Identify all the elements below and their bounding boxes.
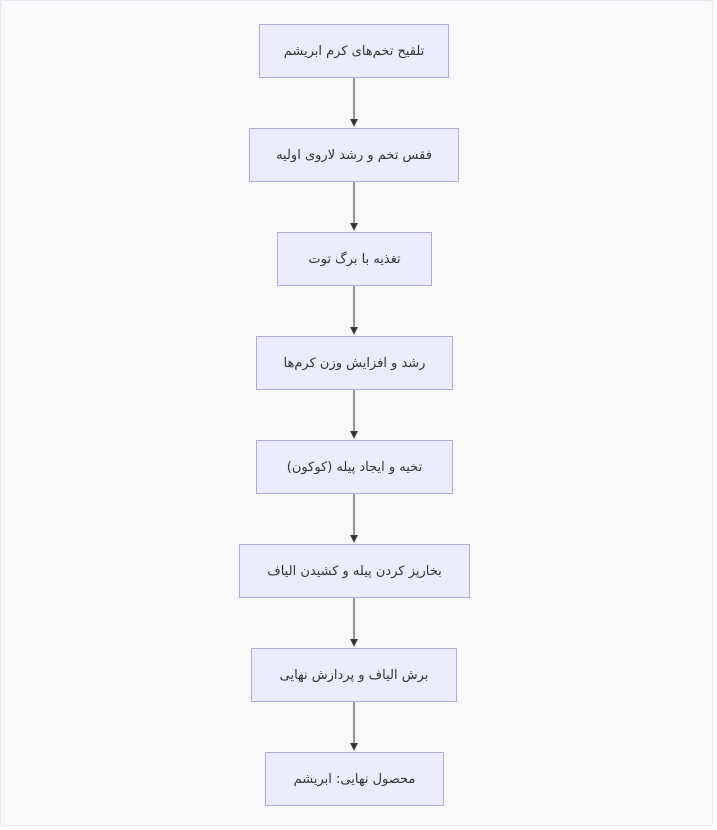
step-1-node: تلقیح تخم‌های کرم ابریشم [259, 24, 449, 78]
step-4-node: رشد و افزایش وزن کرم‌ها [256, 336, 453, 390]
step-5-node: تخیه و ایجاد پیله (کوکون) [256, 440, 453, 494]
step-8-node: محصول نهایی: ابریشم [265, 752, 444, 806]
step-3-node: تغذیه با برگ توت [277, 232, 432, 286]
step-7-node: برش الیاف و پردازش نهایی [251, 648, 457, 702]
step-6-node: بخارپز کردن پیله و کشیدن الیاف [239, 544, 470, 598]
step-2-node: فقس تخم و رشد لاروی اولیه [249, 128, 459, 182]
